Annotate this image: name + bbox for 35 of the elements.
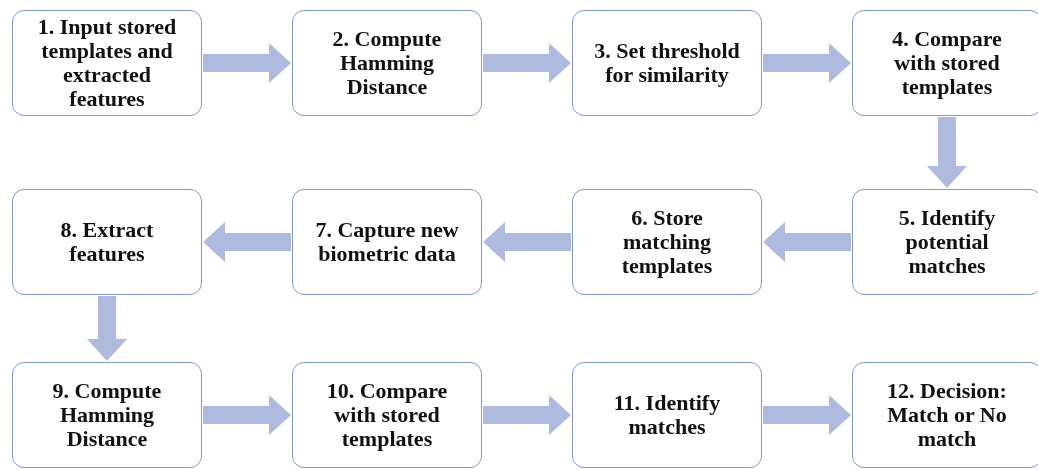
block-arrow: [483, 43, 571, 83]
block-arrow: [763, 395, 851, 435]
process-box: [12, 362, 202, 468]
process-box: [12, 189, 202, 295]
block-arrow: [203, 222, 291, 262]
block-arrow: [203, 395, 291, 435]
process-box: [12, 10, 202, 116]
block-arrow: [483, 222, 571, 262]
step-label: 5. Identify potential matches: [897, 205, 997, 279]
block-arrow: [763, 222, 851, 262]
process-box: [292, 10, 482, 116]
step-label: 1. Input stored templates and extracted features: [36, 14, 178, 112]
step-label: 2. Compute Hamming Distance: [331, 26, 443, 100]
process-box: [852, 362, 1038, 468]
process-box: [852, 10, 1038, 116]
step-label: 11. Identify matches: [612, 390, 722, 440]
step-label: 7. Capture new biometric data: [314, 217, 460, 267]
process-box: [572, 189, 762, 295]
step-label: 8. Extract features: [59, 217, 155, 267]
step-label: 4. Compare with stored templates: [891, 26, 1003, 100]
block-arrow: [203, 43, 291, 83]
step-label: 9. Compute Hamming Distance: [51, 378, 163, 452]
block-arrow: [763, 43, 851, 83]
block-arrow: [87, 296, 127, 361]
process-box: [292, 189, 482, 295]
step-label: 10. Compare with stored templates: [325, 378, 449, 452]
process-box: [572, 10, 762, 116]
block-arrow: [483, 395, 571, 435]
step-label: 12. Decision: Match or No match: [886, 378, 1008, 452]
step-label: 6. Store matching templates: [620, 205, 714, 279]
process-box: [852, 189, 1038, 295]
process-box: [292, 362, 482, 468]
process-box: [572, 362, 762, 468]
step-label: 3. Set threshold for similarity: [593, 38, 741, 88]
block-arrow: [927, 117, 967, 188]
